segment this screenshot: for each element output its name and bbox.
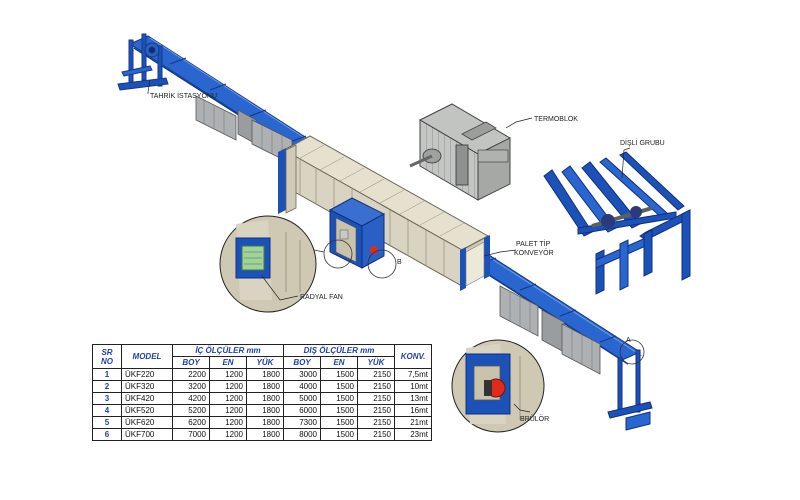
cell-dis-en: 1500: [320, 380, 358, 393]
cell-dis-en: 1500: [320, 416, 358, 429]
cell-model: ÜKF520: [121, 404, 173, 417]
cell-ic-en: 1200: [209, 392, 247, 405]
callout-leaders: [147, 79, 631, 413]
cell-dis-en: 1500: [320, 368, 358, 381]
cell-dis-boy: 5000: [283, 392, 321, 405]
sub-ic-en: EN: [209, 356, 247, 369]
specification-table: SR NO MODEL İÇ ÖLÇÜLER mm DIŞ ÖLÇÜLER mm…: [92, 344, 432, 441]
label-termoblok: TERMOBLOK: [534, 116, 578, 123]
cell-ic-yuk: 1800: [246, 416, 284, 429]
sub-dis-en: EN: [320, 356, 358, 369]
cell-konv: 21mt: [394, 416, 432, 429]
cell-ic-yuk: 1800: [246, 392, 284, 405]
cell-dis-en: 1500: [320, 428, 358, 441]
hanging-parts-right: [499, 285, 601, 375]
cell-no: 3: [92, 392, 122, 405]
cell-dis-en: 1500: [320, 404, 358, 417]
col-konv: KONV.: [394, 344, 432, 369]
cell-dis-boy: 7300: [283, 416, 321, 429]
col-model: MODEL: [121, 344, 173, 369]
label-pallet-type: PALET TİP: [516, 239, 551, 248]
label-conveyor: KONVEYÖR: [514, 249, 554, 257]
cell-ic-boy: 7000: [172, 428, 210, 441]
cell-dis-boy: 4000: [283, 380, 321, 393]
cell-ic-boy: 4200: [172, 392, 210, 405]
cell-no: 6: [92, 428, 122, 441]
cell-ic-en: 1200: [209, 368, 247, 381]
cell-no: 4: [92, 404, 122, 417]
detail-marker-burner: [367, 249, 397, 279]
sub-ic-yuk: YÜK: [246, 356, 284, 369]
detail-leader-fan: [313, 249, 325, 253]
cell-dis-yuk: 2150: [357, 368, 395, 381]
gear-group-assembly: [543, 151, 691, 295]
cell-ic-en: 1200: [209, 416, 247, 429]
label-burner: BRÜLÖR: [520, 415, 549, 423]
cell-konv: 16mt: [394, 404, 432, 417]
cell-ic-yuk: 1800: [246, 380, 284, 393]
header-no: NO: [101, 356, 113, 366]
cell-model: ÜKF320: [121, 380, 173, 393]
cell-model: ÜKF620: [121, 416, 173, 429]
cell-model: ÜKF220: [121, 368, 173, 381]
cell-konv: 7,5mt: [394, 368, 432, 381]
label-detail-a: A: [626, 337, 631, 344]
cell-model: ÜKF420: [121, 392, 173, 405]
cell-ic-en: 1200: [209, 380, 247, 393]
sub-dis-yuk: YÜK: [357, 356, 395, 369]
cell-konv: 13mt: [394, 392, 432, 405]
cell-model: ÜKF700: [121, 428, 173, 441]
cell-dis-yuk: 2150: [357, 380, 395, 393]
cell-ic-boy: 3200: [172, 380, 210, 393]
burner-detail: [451, 339, 545, 433]
cell-ic-yuk: 1800: [246, 368, 284, 381]
cell-dis-boy: 8000: [283, 428, 321, 441]
label-detail-b: B: [397, 259, 402, 266]
cell-dis-en: 1500: [320, 392, 358, 405]
cell-no: 2: [92, 380, 122, 393]
cell-no: 5: [92, 416, 122, 429]
drive-station-frame: [117, 33, 169, 91]
cell-konv: 10mt: [394, 380, 432, 393]
col-outer-dims: DIŞ ÖLÇÜLER mm: [283, 344, 395, 357]
burner-cabinet: [328, 197, 386, 269]
detail-marker-fan: [323, 239, 353, 269]
cell-dis-yuk: 2150: [357, 392, 395, 405]
return-station-frame: [607, 349, 653, 431]
label-drive-station: TAHRİK İSTASYONU: [150, 91, 217, 100]
cell-dis-boy: 3000: [283, 368, 321, 381]
cell-ic-boy: 2200: [172, 368, 210, 381]
cell-dis-yuk: 2150: [357, 404, 395, 417]
header-sr: SR: [101, 347, 113, 357]
sub-dis-boy: BOY: [283, 356, 321, 369]
cell-dis-yuk: 2150: [357, 428, 395, 441]
cell-ic-en: 1200: [209, 404, 247, 417]
cell-ic-boy: 6200: [172, 416, 210, 429]
cell-ic-en: 1200: [209, 428, 247, 441]
cell-ic-boy: 5200: [172, 404, 210, 417]
table-header-row: SR NO MODEL İÇ ÖLÇÜLER mm DIŞ ÖLÇÜLER mm…: [92, 344, 432, 369]
col-sr-no: SR NO: [92, 344, 122, 369]
cell-dis-boy: 6000: [283, 404, 321, 417]
cell-ic-yuk: 1800: [246, 404, 284, 417]
cell-ic-yuk: 1800: [246, 428, 284, 441]
cell-konv: 23mt: [394, 428, 432, 441]
cell-dis-yuk: 2150: [357, 416, 395, 429]
label-radial-fan: RADYAL FAN: [300, 294, 343, 301]
termoblok-heat-exchanger: [409, 103, 512, 201]
col-inner-dims: İÇ ÖLÇÜLER mm: [172, 344, 284, 357]
label-gear-group: DİŞLİ GRUBU: [620, 138, 665, 147]
sub-ic-boy: BOY: [172, 356, 210, 369]
cell-no: 1: [92, 368, 122, 381]
detail-marker-return: [619, 339, 645, 365]
radial-fan-detail: [219, 215, 317, 313]
